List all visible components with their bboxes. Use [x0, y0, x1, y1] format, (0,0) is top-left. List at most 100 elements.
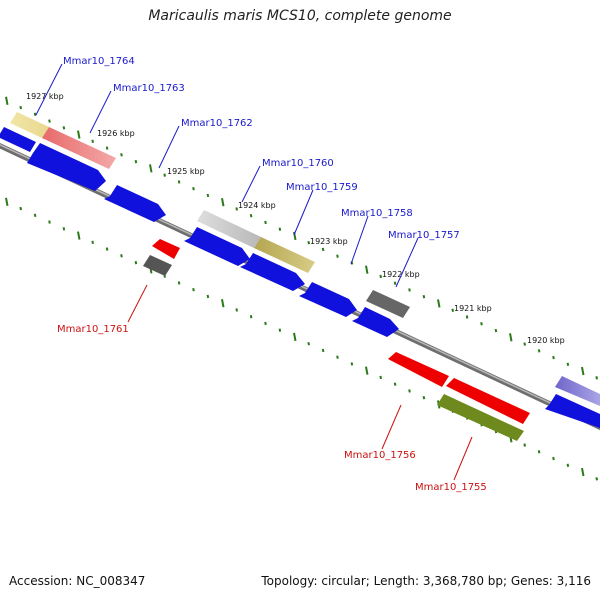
minor-tick: [163, 173, 166, 177]
gene-label-mmar10-1755[interactable]: Mmar10_1755: [415, 482, 487, 493]
minor-tick: [33, 213, 37, 218]
minor-tick: [134, 260, 138, 265]
minor-tick: [19, 206, 22, 211]
major-tick: [77, 130, 81, 139]
minor-tick: [91, 240, 94, 245]
minor-tick: [278, 227, 282, 231]
gene-arrow[interactable]: [27, 143, 106, 191]
gene-box-mmar10-1763[interactable]: [42, 127, 116, 169]
minor-tick: [206, 294, 210, 299]
minor-tick: [408, 288, 411, 292]
gene-arrow[interactable]: [299, 282, 357, 317]
tick-label: 1924 kbp: [238, 201, 276, 210]
gene-box-purple[interactable]: [555, 376, 600, 406]
major-tick: [509, 333, 513, 342]
lower-tick-ruler: [5, 197, 598, 481]
minor-tick: [552, 355, 555, 360]
accession-text: Accession: NC_008347: [9, 574, 146, 588]
minor-tick: [566, 463, 570, 467]
minor-tick: [105, 146, 109, 150]
major-tick: [221, 197, 225, 207]
tick-label: 1920 kbp: [527, 336, 565, 345]
tick-label: 1922 kbp: [382, 270, 420, 279]
minor-tick: [206, 193, 210, 198]
minor-tick: [350, 362, 354, 366]
minor-tick: [321, 348, 325, 353]
map-title: Maricaulis maris MCS10, complete genome: [148, 8, 452, 24]
gene-label-mmar10-1758[interactable]: Mmar10_1758: [341, 208, 413, 219]
gene-arrow-mmar10-1756b[interactable]: [446, 378, 530, 424]
minor-tick: [566, 362, 570, 366]
minor-tick: [19, 105, 22, 110]
gene-box-mmar10-1760[interactable]: [197, 210, 261, 248]
major-tick: [437, 299, 441, 308]
minor-tick: [408, 389, 411, 393]
minor-tick: [422, 396, 426, 400]
gene-box-grey-small[interactable]: [143, 255, 172, 276]
gene-label-mmar10-1759[interactable]: Mmar10_1759: [286, 182, 358, 193]
tick-label: 1926 kbp: [97, 129, 135, 138]
gene-label-mmar10-1763[interactable]: Mmar10_1763: [113, 83, 185, 94]
gene-box-mmar10-1759[interactable]: [254, 237, 315, 273]
minor-tick: [120, 254, 123, 258]
gene-arrow[interactable]: [545, 394, 600, 428]
gene-label-mmar10-1761[interactable]: Mmar10_1761: [57, 324, 129, 335]
gene-label-mmar10-1762[interactable]: Mmar10_1762: [181, 118, 253, 129]
minor-tick: [307, 240, 310, 245]
minor-tick: [120, 153, 123, 157]
major-tick: [77, 231, 81, 240]
gene-box-mmar10-1764[interactable]: [10, 112, 49, 138]
gene-label-mmar10-1764[interactable]: Mmar10_1764: [63, 56, 135, 67]
minor-tick: [48, 220, 51, 224]
gene-arrow[interactable]: [240, 253, 305, 291]
major-tick: [581, 366, 585, 376]
gene-arrow[interactable]: [184, 227, 250, 266]
minor-tick: [537, 450, 541, 454]
minor-tick: [192, 186, 195, 191]
minor-tick: [62, 227, 66, 231]
minor-tick: [379, 274, 382, 279]
genome-backbone: [0, 143, 600, 431]
minor-tick: [307, 341, 310, 346]
gene-arrow[interactable]: [0, 127, 36, 152]
minor-tick: [278, 328, 282, 332]
minor-tick: [249, 213, 253, 218]
gene-label-mmar10-1757[interactable]: Mmar10_1757: [388, 230, 460, 241]
tick-labels: 1927 kbp 1926 kbp 1925 kbp 1924 kbp 1923…: [26, 92, 565, 345]
minor-tick: [537, 349, 541, 353]
gene-labels: Mmar10_1764 Mmar10_1763 Mmar10_1762 Mmar…: [35, 56, 487, 493]
major-tick: [221, 298, 225, 308]
minor-tick: [494, 328, 498, 333]
minor-tick: [48, 119, 51, 123]
major-tick: [365, 366, 369, 375]
minor-tick: [264, 321, 267, 326]
topology-text: Topology: circular; Length: 3,368,780 bp…: [261, 574, 591, 588]
gene-arrow[interactable]: [352, 307, 399, 337]
minor-tick: [192, 287, 195, 292]
minor-tick: [62, 126, 66, 130]
minor-tick: [264, 220, 267, 225]
minor-tick: [321, 247, 325, 252]
minor-tick: [235, 308, 238, 312]
gene-arrow-mmar10-1761[interactable]: [152, 239, 180, 259]
major-tick: [5, 197, 9, 206]
gene-label-mmar10-1760[interactable]: Mmar10_1760: [262, 158, 334, 169]
gene-label-mmar10-1756[interactable]: Mmar10_1756: [344, 450, 416, 461]
minor-tick: [177, 281, 181, 285]
gene-box-mmar10-1757[interactable]: [366, 290, 410, 318]
minor-tick: [552, 456, 555, 461]
tick-label: 1927 kbp: [26, 92, 64, 101]
major-tick: [293, 332, 297, 342]
gene-box-mmar10-1755[interactable]: [437, 394, 524, 441]
tick-label: 1925 kbp: [167, 167, 205, 176]
minor-tick: [393, 382, 397, 386]
minor-tick: [523, 443, 526, 447]
major-tick: [365, 265, 369, 274]
upper-tick-ruler: [5, 96, 598, 380]
minor-tick: [480, 322, 483, 326]
minor-tick: [177, 180, 181, 184]
gene-arrow[interactable]: [104, 185, 166, 222]
minor-tick: [595, 477, 598, 481]
gene-arrow-mmar10-1756[interactable]: [388, 352, 449, 387]
